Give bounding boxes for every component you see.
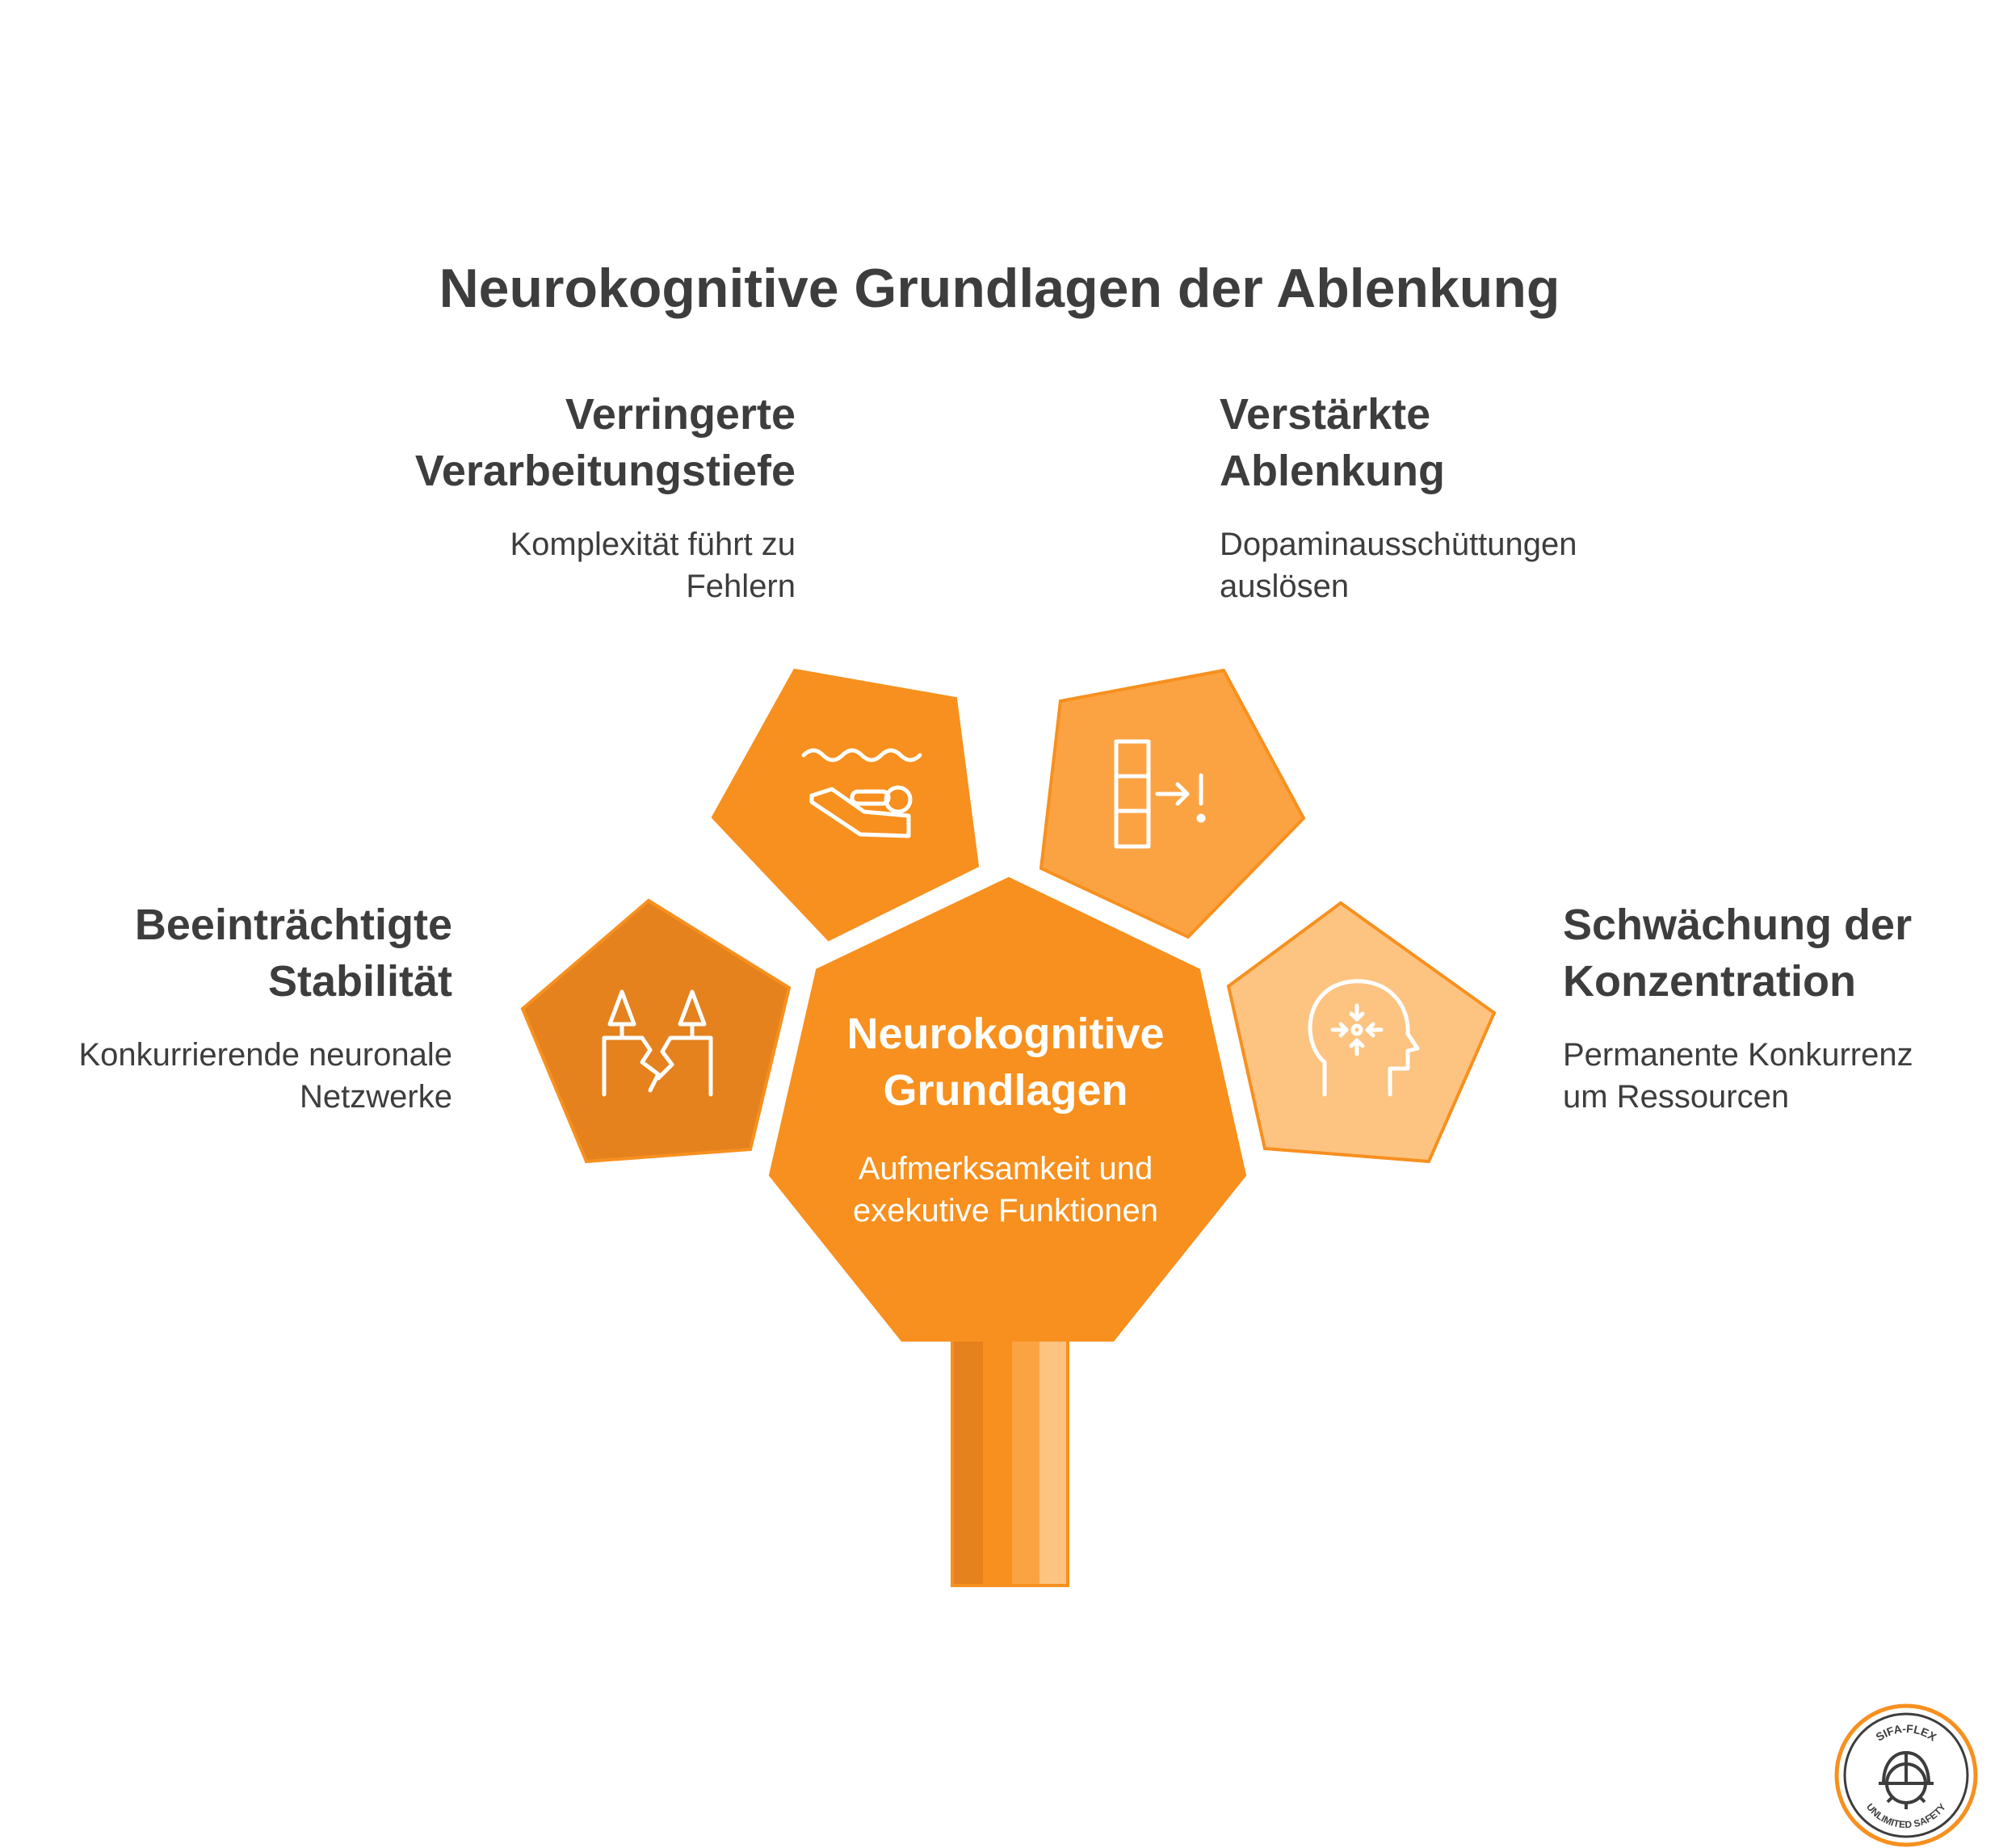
center-label: Neurokognitive Grundlagen Aufmerksamkeit… xyxy=(775,1006,1236,1232)
item-desc-line1: Permanente Konkurrenz xyxy=(1563,1037,1913,1073)
center-heading-line1: Neurokognitive xyxy=(846,1010,1165,1058)
label-schwaechung-der-konzentration: Schwächung der Konzentration Permanente … xyxy=(1563,897,1983,1118)
center-description: Aufmerksamkeit und exekutive Funktionen xyxy=(775,1148,1236,1232)
item-heading-line1: Beeinträchtigte xyxy=(134,901,452,949)
cracked-ground-icon xyxy=(602,989,713,1097)
item-desc-line1: Dopaminausschüttungen xyxy=(1220,527,1577,562)
label-verstaerkte-ablenkung: Verstärkte Ablenkung Dopaminausschüttung… xyxy=(1220,386,1704,607)
item-desc-line2: auslösen xyxy=(1220,569,1350,604)
pentagon-top-right xyxy=(1039,668,1306,939)
item-desc-line1: Konkurrierende neuronale xyxy=(78,1037,452,1073)
label-verringerte-verarbeitungstiefe: Verringerte Verarbeitungstiefe Komplexit… xyxy=(323,386,796,607)
sifa-flex-logo: SIFA-FLEX UNLIMITED SAFETY xyxy=(1834,1703,1978,1847)
head-focus-icon xyxy=(1308,979,1420,1097)
center-heading: Neurokognitive Grundlagen xyxy=(775,1006,1236,1119)
tree-stem xyxy=(951,1335,1069,1587)
item-desc-line1: Komplexität führt zu xyxy=(510,527,796,562)
item-heading-line1: Verringerte xyxy=(565,390,796,439)
center-desc-line1: Aufmerksamkeit und xyxy=(858,1151,1153,1186)
item-description: Dopaminausschüttungen auslösen xyxy=(1220,523,1704,607)
item-description: Konkurrierende neuronale Netzwerke xyxy=(24,1034,452,1118)
item-heading: Schwächung der Konzentration xyxy=(1563,897,1983,1010)
item-heading-line1: Schwächung der xyxy=(1563,901,1913,949)
center-desc-line2: exekutive Funktionen xyxy=(852,1193,1158,1228)
item-heading: Verstärkte Ablenkung xyxy=(1220,386,1704,499)
item-heading-line2: Ablenkung xyxy=(1220,447,1445,495)
swimmer-icon xyxy=(801,748,922,838)
center-heading-line2: Grundlagen xyxy=(883,1066,1128,1115)
pentagon-left xyxy=(520,898,792,1164)
label-beeintraechtigte-stabilitaet: Beeinträchtigte Stabilität Konkurrierend… xyxy=(24,897,452,1118)
helmet-icon xyxy=(1879,1751,1934,1785)
item-description: Permanente Konkurrenz um Ressourcen xyxy=(1563,1034,1983,1118)
item-heading-line1: Verstärkte xyxy=(1220,390,1431,439)
item-desc-line2: Netzwerke xyxy=(300,1079,452,1115)
page-title: Neurokognitive Grundlagen der Ablenkung xyxy=(439,258,1560,319)
item-heading-line2: Verarbeitungstiefe xyxy=(414,447,796,495)
pentagon-top-left xyxy=(711,668,980,942)
item-heading: Verringerte Verarbeitungstiefe xyxy=(323,386,796,499)
item-desc-line2: um Ressourcen xyxy=(1563,1079,1790,1115)
item-heading: Beeinträchtigte Stabilität xyxy=(24,897,452,1010)
item-description: Komplexität führt zu Fehlern xyxy=(323,523,796,607)
stack-alert-icon xyxy=(1114,739,1206,849)
center-heptagon xyxy=(768,876,1247,1342)
item-desc-line2: Fehlern xyxy=(686,569,796,604)
item-heading-line2: Stabilität xyxy=(267,957,452,1006)
item-heading-line2: Konzentration xyxy=(1563,957,1856,1006)
